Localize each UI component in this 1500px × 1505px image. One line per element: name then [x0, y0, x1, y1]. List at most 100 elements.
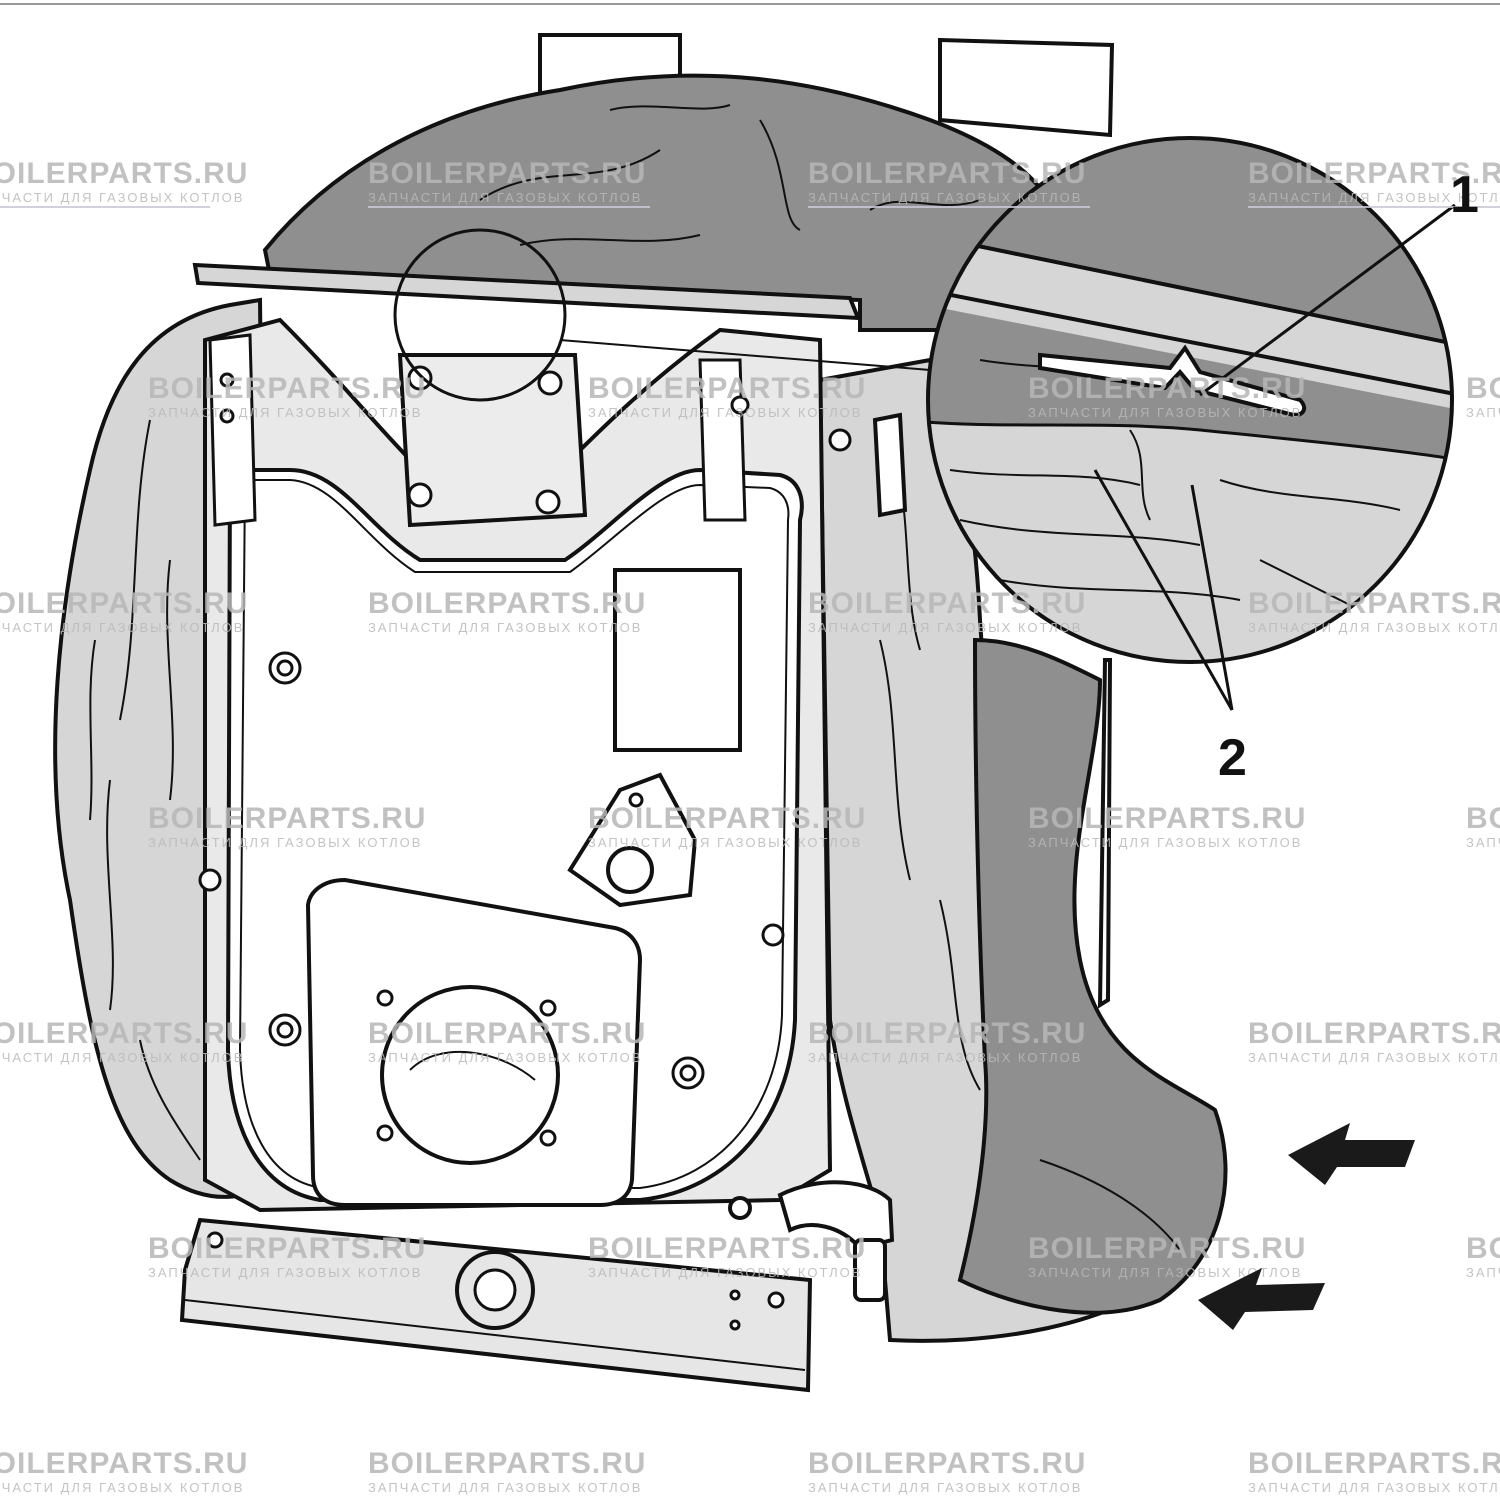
svg-text:BOILERPARTS.RU: BOILERPARTS.RU [0, 157, 248, 190]
svg-text:BOILERPARTS.RU: BOILERPARTS.RU [808, 157, 1086, 190]
rating-label-plate [613, 568, 742, 752]
svg-text:BOILERPARTS.RU: BOILERPARTS.RU [1248, 1447, 1500, 1480]
svg-text:ЗАПЧАСТИ ДЛЯ ГАЗОВЫХ КОТЛОВ: ЗАПЧАСТИ ДЛЯ ГАЗОВЫХ КОТЛОВ [368, 620, 642, 635]
svg-text:ЗАПЧАСТИ ДЛЯ ГАЗОВЫХ КОТЛОВ: ЗАПЧАСТИ ДЛЯ ГАЗОВЫХ КОТЛОВ [1028, 1265, 1302, 1280]
watermark: BOILERPARTS.RU ЗАПЧАСТИ ДЛЯ ГАЗОВЫХ КОТЛ… [0, 1017, 247, 1065]
base-rail-holes [206, 1231, 785, 1331]
watermark: BOILERPARTS.RU ЗАПЧАСТИ ДЛЯ ГАЗОВЫХ КОТЛ… [808, 157, 1090, 208]
watermark: BOILERPARTS.RU ЗАПЧАСТИ ДЛЯ ГАЗОВЫХ КОТЛ… [1466, 372, 1500, 420]
svg-text:ЗАПЧАСТИ ДЛЯ ГАЗОВЫХ КОТЛОВ: ЗАПЧАСТИ ДЛЯ ГАЗОВЫХ КОТЛОВ [0, 620, 244, 635]
svg-text:ЗАПЧАСТИ ДЛЯ ГАЗОВЫХ КОТЛОВ: ЗАПЧАСТИ ДЛЯ ГАЗОВЫХ КОТЛОВ [368, 190, 642, 205]
svg-text:BOILERPARTS.RU: BOILERPARTS.RU [1028, 372, 1306, 405]
svg-text:BOILERPARTS.RU: BOILERPARTS.RU [588, 802, 866, 835]
svg-text:BOILERPARTS.RU: BOILERPARTS.RU [588, 1232, 866, 1265]
watermark: BOILERPARTS.RU ЗАПЧАСТИ ДЛЯ ГАЗОВЫХ КОТЛ… [368, 1017, 646, 1065]
svg-text:ЗАПЧАСТИ ДЛЯ ГАЗОВЫХ КОТЛОВ: ЗАПЧАСТИ ДЛЯ ГАЗОВЫХ КОТЛОВ [1028, 835, 1302, 850]
svg-text:ЗАПЧАСТИ ДЛЯ ГАЗОВЫХ КОТЛОВ: ЗАПЧАСТИ ДЛЯ ГАЗОВЫХ КОТЛОВ [148, 405, 422, 420]
watermark: BOILERPARTS.RU ЗАПЧАСТИ ДЛЯ ГАЗОВЫХ КОТЛ… [1466, 802, 1500, 850]
flange-bolt-group [407, 365, 563, 515]
svg-text:ЗАПЧАСТИ ДЛЯ ГАЗОВЫХ КОТЛОВ: ЗАПЧАСТИ ДЛЯ ГАЗОВЫХ КОТЛОВ [1248, 1050, 1500, 1065]
watermark: BOILERPARTS.RU ЗАПЧАСТИ ДЛЯ ГАЗОВЫХ КОТЛ… [1466, 1232, 1500, 1280]
blanket-texture-lines [479, 104, 981, 246]
watermark: BOILERPARTS.RU ЗАПЧАСТИ ДЛЯ ГАЗОВЫХ КОТЛ… [148, 372, 426, 420]
watermark: BOILERPARTS.RU ЗАПЧАСТИ ДЛЯ ГАЗОВЫХ КОТЛ… [148, 1232, 425, 1280]
svg-text:BOILERPARTS.RU: BOILERPARTS.RU [808, 587, 1086, 620]
watermark: BOILERPARTS.RU ЗАПЧАСТИ ДЛЯ ГАЗОВЫХ КОТЛ… [1248, 157, 1500, 208]
detail-leader-line [559, 339, 931, 371]
cover-plate-inner-rim [238, 479, 790, 1189]
svg-text:BOILERPARTS.RU: BOILERPARTS.RU [1466, 1232, 1500, 1265]
svg-text:BOILERPARTS.RU: BOILERPARTS.RU [0, 587, 248, 620]
callout-leaders [1093, 203, 1456, 711]
watermark: BOILERPARTS.RU ЗАПЧАСТИ ДЛЯ ГАЗОВЫХ КОТЛ… [1028, 1232, 1306, 1280]
top-flange [397, 353, 588, 528]
watermark: BOILERPARTS.RU ЗАПЧАСТИ ДЛЯ ГАЗОВЫХ КОТЛ… [368, 157, 650, 208]
svg-text:BOILERPARTS.RU: BOILERPARTS.RU [1248, 157, 1500, 190]
svg-text:ЗАПЧАСТИ ДЛЯ ГАЗОВЫХ КОТЛОВ: ЗАПЧАСТИ ДЛЯ ГАЗОВЫХ КОТЛОВ [1466, 1265, 1500, 1280]
svg-text:BOILERPARTS.RU: BOILERPARTS.RU [808, 1017, 1086, 1050]
svg-text:BOILERPARTS.RU: BOILERPARTS.RU [148, 372, 426, 405]
callout-2-label: 2 [1218, 729, 1247, 787]
svg-text:BOILERPARTS.RU: BOILERPARTS.RU [148, 802, 426, 835]
svg-text:ЗАПЧАСТИ ДЛЯ ГАЗОВЫХ КОТЛОВ: ЗАПЧАСТИ ДЛЯ ГАЗОВЫХ КОТЛОВ [1248, 620, 1500, 635]
watermark: BOILERPARTS.RU ЗАПЧАСТИ ДЛЯ ГАЗОВЫХ КОТЛ… [0, 1447, 247, 1495]
callout-1-label: 1 [1450, 166, 1479, 224]
top-rail [192, 262, 862, 321]
svg-text:ЗАПЧАСТИ ДЛЯ ГАЗОВЫХ КОТЛОВ: ЗАПЧАСТИ ДЛЯ ГАЗОВЫХ КОТЛОВ [588, 835, 862, 850]
burner-opening-detail [409, 1050, 536, 1081]
watermark: BOILERPARTS.RU ЗАПЧАСТИ ДЛЯ ГАЗОВЫХ КОТЛ… [1248, 1447, 1500, 1495]
svg-text:ЗАПЧАСТИ ДЛЯ ГАЗОВЫХ КОТЛОВ: ЗАПЧАСТИ ДЛЯ ГАЗОВЫХ КОТЛОВ [808, 190, 1082, 205]
svg-text:BOILERPARTS.RU: BOILERPARTS.RU [1466, 372, 1500, 405]
svg-text:ЗАПЧАСТИ ДЛЯ ГАЗОВЫХ КОТЛОВ: ЗАПЧАСТИ ДЛЯ ГАЗОВЫХ КОТЛОВ [148, 835, 422, 850]
svg-text:ЗАПЧАСТИ ДЛЯ ГАЗОВЫХ КОТЛОВ: ЗАПЧАСТИ ДЛЯ ГАЗОВЫХ КОТЛОВ [808, 1480, 1082, 1495]
svg-text:ЗАПЧАСТИ ДЛЯ ГАЗОВЫХ КОТЛОВ: ЗАПЧАСТИ ДЛЯ ГАЗОВЫХ КОТЛОВ [588, 1265, 862, 1280]
svg-text:ЗАПЧАСТИ ДЛЯ ГАЗОВЫХ КОТЛОВ: ЗАПЧАСТИ ДЛЯ ГАЗОВЫХ КОТЛОВ [368, 1050, 642, 1065]
svg-text:ЗАПЧАСТИ ДЛЯ ГАЗОВЫХ КОТЛОВ: ЗАПЧАСТИ ДЛЯ ГАЗОВЫХ КОТЛОВ [0, 1480, 244, 1495]
drain-valve-inner [473, 1268, 517, 1312]
watermark: BOILERPARTS.RU ЗАПЧАСТИ ДЛЯ ГАЗОВЫХ КОТЛ… [588, 1232, 866, 1280]
svg-text:BOILERPARTS.RU: BOILERPARTS.RU [588, 372, 866, 405]
svg-text:BOILERPARTS.RU: BOILERPARTS.RU [1248, 587, 1500, 620]
svg-text:BOILERPARTS.RU: BOILERPARTS.RU [1028, 802, 1306, 835]
inspection-port-bolt [628, 792, 644, 808]
watermark: BOILERPARTS.RU ЗАПЧАСТИ ДЛЯ ГАЗОВЫХ КОТЛ… [588, 372, 866, 420]
side-mounting-tabs [198, 333, 852, 947]
watermark: BOILERPARTS.RU ЗАПЧАСТИ ДЛЯ ГАЗОВЫХ КОТЛ… [0, 157, 248, 208]
svg-text:ЗАПЧАСТИ ДЛЯ ГАЗОВЫХ КОТЛОВ: ЗАПЧАСТИ ДЛЯ ГАЗОВЫХ КОТЛОВ [808, 1050, 1082, 1065]
svg-text:BOILERPARTS.RU: BOILERPARTS.RU [1028, 1232, 1306, 1265]
base-rail-edge [184, 1299, 806, 1371]
svg-text:ЗАПЧАСТИ ДЛЯ ГАЗОВЫХ КОТЛОВ: ЗАПЧАСТИ ДЛЯ ГАЗОВЫХ КОТЛОВ [1466, 405, 1500, 420]
right-insulation-dark-fold [957, 637, 1228, 1315]
watermark: BOILERPARTS.RU ЗАПЧАСТИ ДЛЯ ГАЗОВЫХ КОТЛ… [1248, 1017, 1500, 1065]
svg-text:ЗАПЧАСТИ ДЛЯ ГАЗОВЫХ КОТЛОВ: ЗАПЧАСТИ ДЛЯ ГАЗОВЫХ КОТЛОВ [1028, 405, 1302, 420]
arrow-left-icon [1288, 1123, 1415, 1185]
watermark: BOILERPARTS.RU ЗАПЧАСТИ ДЛЯ ГАЗОВЫХ КОТЛ… [808, 587, 1086, 635]
watermark: BOILERPARTS.RU ЗАПЧАСТИ ДЛЯ ГАЗОВЫХ КОТЛ… [808, 1017, 1086, 1065]
svg-text:ЗАПЧАСТИ ДЛЯ ГАЗОВЫХ КОТЛОВ: ЗАПЧАСТИ ДЛЯ ГАЗОВЫХ КОТЛОВ [1466, 835, 1500, 850]
retaining-clip [1038, 344, 1307, 417]
watermark: BOILERPARTS.RU ЗАПЧАСТИ ДЛЯ ГАЗОВЫХ КОТЛ… [1248, 587, 1500, 635]
inspection-port-flange [567, 772, 698, 908]
svg-text:ЗАПЧАСТИ ДЛЯ ГАЗОВЫХ КОТЛОВ: ЗАПЧАСТИ ДЛЯ ГАЗОВЫХ КОТЛОВ [368, 1480, 642, 1495]
pipe-fittings [728, 412, 908, 1302]
svg-text:BOILERPARTS.RU: BOILERPARTS.RU [808, 1447, 1086, 1480]
sight-holes [268, 651, 705, 1090]
svg-text:ЗАПЧАСТИ ДЛЯ ГАЗОВЫХ КОТЛОВ: ЗАПЧАСТИ ДЛЯ ГАЗОВЫХ КОТЛОВ [148, 1265, 422, 1280]
watermark: BOILERPARTS.RU ЗАПЧАСТИ ДЛЯ ГАЗОВЫХ КОТЛ… [808, 1447, 1086, 1495]
svg-text:BOILERPARTS.RU: BOILERPARTS.RU [368, 587, 646, 620]
watermark: BOILERPARTS.RU ЗАПЧАСТИ ДЛЯ ГАЗОВЫХ КОТЛ… [148, 802, 426, 850]
watermark: BOILERPARTS.RU ЗАПЧАСТИ ДЛЯ ГАЗОВЫХ КОТЛ… [1028, 372, 1306, 420]
watermark-layer: BOILERPARTS.RU ЗАПЧАСТИ ДЛЯ ГАЗОВЫХ КОТЛ… [0, 157, 1500, 1495]
svg-text:ЗАПЧАСТИ ДЛЯ ГАЗОВЫХ КОТЛОВ: ЗАПЧАСТИ ДЛЯ ГАЗОВЫХ КОТЛОВ [808, 620, 1082, 635]
detail-circle [393, 228, 567, 402]
watermark: BOILERPARTS.RU ЗАПЧАСТИ ДЛЯ ГАЗОВЫХ КОТЛ… [588, 802, 866, 850]
burner-door-bolts [376, 989, 557, 1147]
svg-text:ЗАПЧАСТИ ДЛЯ ГАЗОВЫХ КОТЛОВ: ЗАПЧАСТИ ДЛЯ ГАЗОВЫХ КОТЛОВ [1248, 1480, 1500, 1495]
svg-text:BOILERPARTS.RU: BOILERPARTS.RU [368, 1017, 646, 1050]
arrow-left-icon [1198, 1268, 1325, 1330]
watermark: BOILERPARTS.RU ЗАПЧАСТИ ДЛЯ ГАЗОВЫХ КОТЛ… [0, 587, 248, 635]
svg-text:BOILERPARTS.RU: BOILERPARTS.RU [368, 1447, 646, 1480]
svg-text:BOILERPARTS.RU: BOILERPARTS.RU [368, 157, 646, 190]
